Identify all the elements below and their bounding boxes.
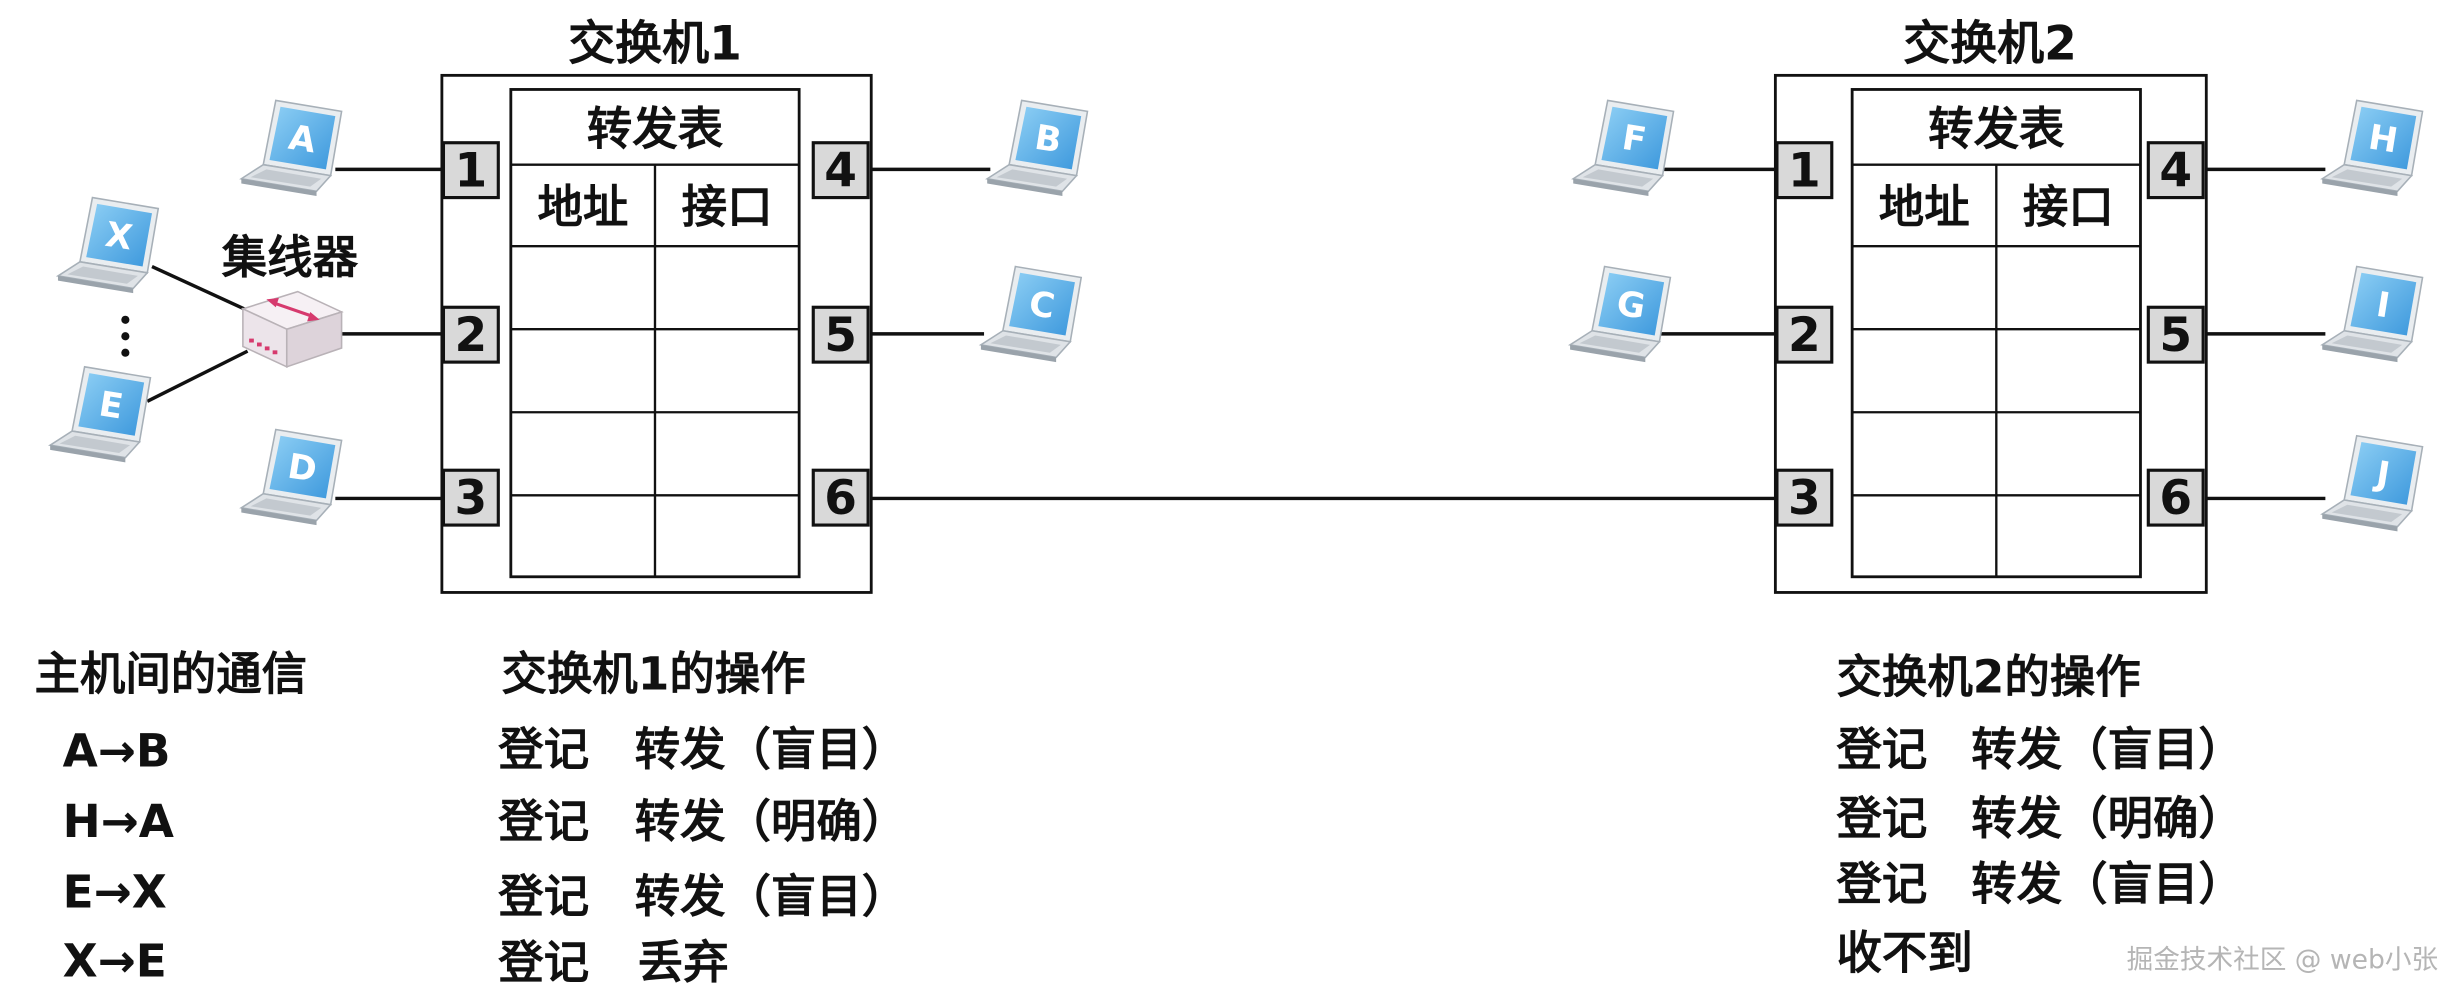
host-label: B — [1032, 118, 1064, 162]
operation-not-received: 收不到 — [1836, 927, 1972, 980]
host-label: D — [285, 447, 320, 491]
host-label: C — [1026, 284, 1057, 327]
switch-2-forwarding-table: 转发表 地址 接口 — [1850, 88, 2142, 579]
port-number: 4 — [2159, 144, 2192, 199]
wire-x-hub — [151, 264, 249, 312]
communications-title: 主机间的通信 — [34, 648, 307, 701]
port-number: 4 — [824, 144, 857, 199]
hub-label: 集线器 — [221, 231, 359, 284]
ellipsis-dots — [121, 315, 130, 357]
switch-1-operations-title: 交换机1的操作 — [501, 648, 805, 701]
host-a: A — [240, 99, 343, 197]
operation-action: 转发（盲目） — [1971, 858, 2244, 911]
switch-1-port-4: 4 — [811, 141, 870, 200]
host-i: I — [2321, 265, 2424, 363]
communication-item: X→E — [63, 934, 167, 987]
laptop-icon — [2321, 265, 2424, 363]
host-label: X — [103, 215, 136, 259]
switch-1-operations: 交换机1的操作 登记 转发（盲目） 登记 转发（明确） 登记 转发（盲目） 登记… — [497, 648, 907, 989]
host-d: D — [240, 428, 343, 526]
host-g: G — [1569, 265, 1672, 363]
port-number: 5 — [2159, 308, 2192, 363]
watermark: 掘金技术社区 @ web小张 — [2127, 945, 2439, 976]
host-b: B — [986, 99, 1089, 197]
operation-register: 登记 — [497, 723, 589, 776]
switch-1-port-3: 3 — [441, 468, 500, 527]
switch-1-table-header-port: 接口 — [682, 181, 773, 234]
host-label: H — [2366, 118, 2401, 162]
switch-1-port-1: 1 — [441, 141, 500, 200]
host-h: H — [2321, 99, 2424, 197]
port-number: 1 — [455, 144, 488, 199]
switch-2-operations-title: 交换机2的操作 — [1836, 651, 2140, 704]
port-number: 2 — [455, 308, 488, 363]
operation-register: 登记 — [497, 795, 589, 848]
hub-icon — [240, 290, 344, 369]
operation-action: 转发（明确） — [1971, 792, 2244, 845]
switch-1-table-header-address: 地址 — [537, 181, 628, 234]
operation-register: 登记 — [1835, 723, 1927, 776]
switch-2-port-3: 3 — [1775, 468, 1834, 527]
switch-2-port-6: 6 — [2146, 468, 2205, 527]
port-number: 2 — [1788, 308, 1821, 363]
operation-action: 转发（盲目） — [635, 870, 908, 923]
wires — [146, 167, 2326, 501]
switch-1-title: 交换机1 — [568, 17, 742, 72]
switch-1-table-title: 转发表 — [587, 102, 724, 155]
operation-register: 登记 — [1835, 792, 1927, 845]
switch-2-table-header-address: 地址 — [1879, 181, 1970, 234]
switch-2-table-header-port: 接口 — [2023, 181, 2114, 234]
switch-1-port-2: 2 — [441, 305, 500, 364]
operation-action: 转发（明确） — [635, 795, 908, 848]
host-e: E — [49, 366, 152, 464]
host-label: G — [1614, 284, 1648, 328]
operation-action: 转发（盲目） — [1971, 723, 2244, 776]
communication-item: A→B — [63, 724, 171, 777]
port-number: 6 — [824, 471, 857, 526]
switch-1: 交换机1 转发表 地址 接口 1 2 3 4 — [440, 17, 873, 594]
switch-2-port-5: 5 — [2146, 305, 2205, 364]
host-j: J — [2321, 434, 2424, 533]
port-number: 3 — [1788, 471, 1821, 526]
communication-item: E→X — [63, 865, 167, 918]
wire-e-hub — [146, 349, 249, 403]
host-f: F — [1572, 99, 1675, 197]
switch-2: 交换机2 转发表 地址 接口 1 2 3 4 — [1773, 17, 2208, 594]
switch-2-title: 交换机2 — [1903, 17, 2077, 72]
port-number: 5 — [824, 308, 857, 363]
operation-register: 登记 — [1835, 858, 1927, 911]
communications-section: 主机间的通信 A→B H→A E→X X→E — [34, 648, 307, 988]
host-x: X — [57, 196, 160, 294]
switch-2-port-1: 1 — [1775, 141, 1834, 200]
laptop-icon — [2321, 434, 2424, 533]
port-number: 6 — [2159, 471, 2192, 526]
switch-1-port-6: 6 — [811, 468, 870, 527]
host-c: C — [980, 265, 1082, 363]
port-number: 3 — [455, 471, 488, 526]
host-label: A — [286, 118, 319, 162]
communication-item: H→A — [63, 795, 174, 848]
operation-action: 丢弃 — [638, 936, 729, 989]
operation-register: 登记 — [497, 936, 589, 989]
switch-2-operations: 交换机2的操作 登记 转发（盲目） 登记 转发（明确） 登记 转发（盲目） 收不… — [1835, 651, 2243, 980]
switch-2-table-title: 转发表 — [1928, 102, 2065, 155]
hub: 集线器 — [121, 231, 359, 369]
port-number: 1 — [1788, 144, 1821, 199]
switch-1-forwarding-table: 转发表 地址 接口 — [509, 88, 801, 579]
host-label: I — [2374, 285, 2393, 327]
switch-1-port-5: 5 — [811, 305, 870, 364]
switch-2-port-2: 2 — [1775, 305, 1834, 364]
operation-action: 转发（盲目） — [635, 723, 908, 776]
operation-register: 登记 — [497, 870, 589, 923]
switch-2-port-4: 4 — [2146, 141, 2205, 200]
